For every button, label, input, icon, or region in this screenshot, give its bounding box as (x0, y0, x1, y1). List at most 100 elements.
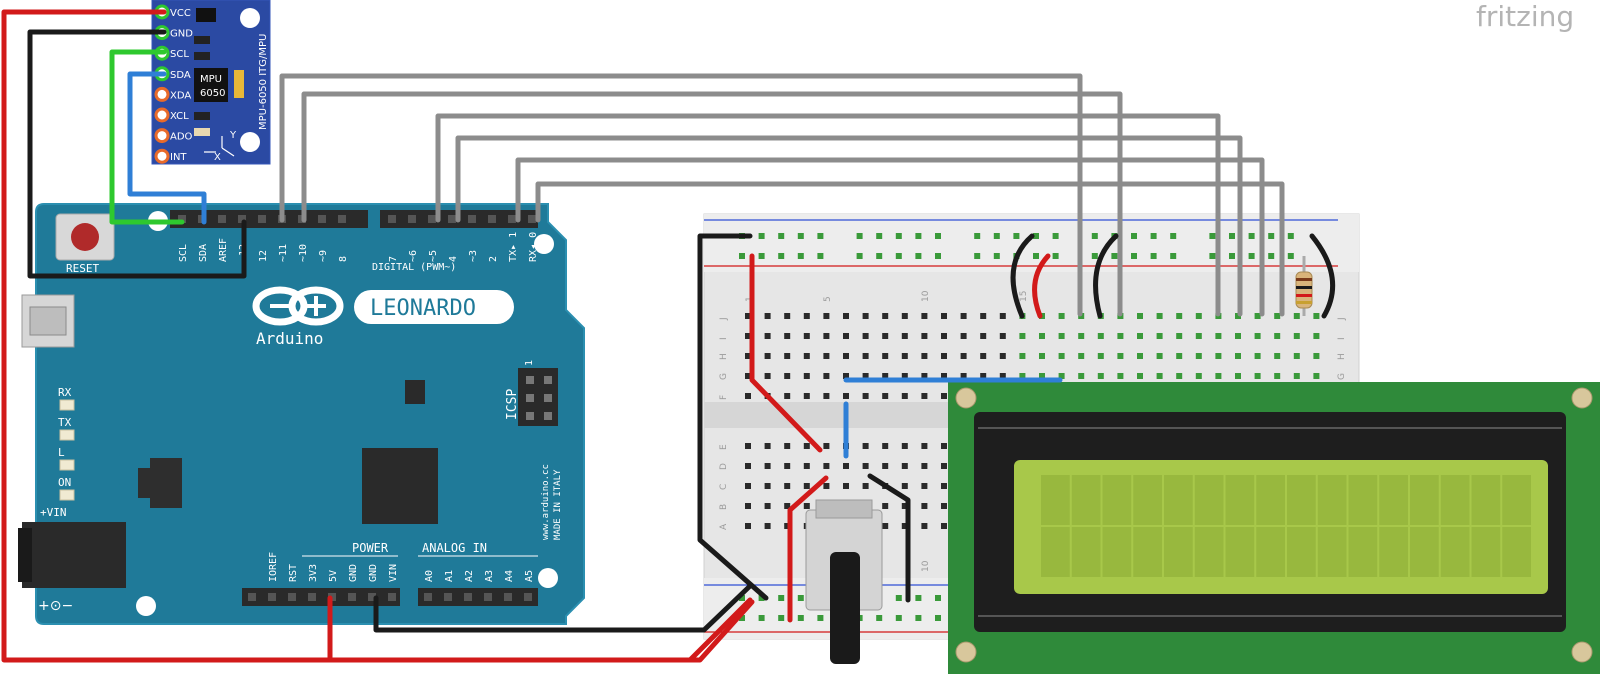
breadboard-hole[interactable] (784, 443, 791, 449)
rail-hole[interactable] (797, 253, 804, 259)
breadboard-hole[interactable] (764, 463, 771, 469)
breadboard-hole[interactable] (1254, 333, 1261, 339)
header-pin[interactable] (524, 593, 532, 601)
breadboard-hole[interactable] (784, 463, 791, 469)
breadboard-hole[interactable] (980, 313, 987, 319)
rail-hole[interactable] (758, 233, 765, 239)
rail-hole[interactable] (817, 233, 824, 239)
rail-hole[interactable] (758, 595, 765, 601)
wire-sda-blue[interactable] (127, 71, 207, 225)
rail-hole[interactable] (1150, 253, 1157, 259)
breadboard-hole[interactable] (882, 313, 889, 319)
rail-hole[interactable] (1111, 253, 1118, 259)
header-pin[interactable] (424, 593, 432, 601)
rail-hole[interactable] (856, 233, 863, 239)
breadboard-hole[interactable] (980, 353, 987, 359)
rail-hole[interactable] (915, 615, 922, 621)
rail-hole[interactable] (993, 253, 1000, 259)
wire-bb-red-left[interactable] (749, 253, 823, 453)
rail-hole[interactable] (1131, 233, 1137, 239)
breadboard-hole[interactable] (862, 443, 869, 449)
rail-hole[interactable] (778, 615, 785, 621)
breadboard-hole[interactable] (823, 333, 830, 339)
breadboard-hole[interactable] (1078, 333, 1085, 339)
rail-hole[interactable] (1091, 233, 1098, 239)
breadboard-hole[interactable] (941, 373, 947, 379)
breadboard-hole[interactable] (862, 393, 869, 399)
rail-hole[interactable] (1033, 253, 1039, 259)
breadboard-hole[interactable] (862, 353, 869, 359)
breadboard-hole[interactable] (803, 483, 810, 489)
rail-hole[interactable] (1170, 233, 1177, 239)
wire-pin1[interactable] (515, 157, 1265, 317)
breadboard-hole[interactable] (882, 353, 889, 359)
breadboard-hole[interactable] (941, 313, 947, 319)
breadboard-hole[interactable] (1078, 353, 1085, 359)
breadboard-hole[interactable] (1097, 353, 1104, 359)
rail-hole[interactable] (817, 253, 824, 259)
breadboard-hole[interactable] (745, 353, 751, 359)
breadboard-hole[interactable] (1313, 313, 1320, 319)
potentiometer[interactable] (805, 499, 883, 664)
breadboard-hole[interactable] (1235, 333, 1241, 339)
breadboard-hole[interactable] (862, 333, 869, 339)
rail-hole[interactable] (993, 233, 1000, 239)
breadboard-hole[interactable] (862, 373, 869, 379)
rail-hole[interactable] (876, 233, 883, 239)
breadboard-hole[interactable] (784, 373, 791, 379)
breadboard-hole[interactable] (784, 393, 791, 399)
rail-hole[interactable] (797, 615, 804, 621)
wire-scl-green[interactable] (109, 49, 185, 225)
breadboard-hole[interactable] (1293, 373, 1300, 379)
rail-hole[interactable] (856, 253, 863, 259)
header-pin[interactable] (468, 215, 476, 223)
header-pin[interactable] (528, 215, 536, 223)
rail-hole[interactable] (817, 615, 824, 621)
icsp-pin[interactable] (526, 376, 534, 384)
breadboard-hole[interactable] (745, 393, 751, 399)
breadboard-hole[interactable] (901, 313, 908, 319)
breadboard-hole[interactable] (901, 353, 908, 359)
breadboard-hole[interactable] (745, 463, 751, 469)
rail-hole[interactable] (935, 595, 941, 601)
header-pin[interactable] (428, 215, 436, 223)
rail-hole[interactable] (758, 253, 765, 259)
breadboard-hole[interactable] (1039, 373, 1045, 379)
reset-button[interactable] (71, 223, 99, 251)
breadboard-hole[interactable] (901, 443, 908, 449)
breadboard-hole[interactable] (1254, 373, 1261, 379)
breadboard-hole[interactable] (1058, 373, 1065, 379)
rail-hole[interactable] (1052, 253, 1059, 259)
breadboard-hole[interactable] (941, 353, 947, 359)
breadboard-hole[interactable] (862, 463, 869, 469)
breadboard-hole[interactable] (921, 523, 928, 529)
breadboard-hole[interactable] (803, 463, 810, 469)
rail-hole[interactable] (935, 615, 941, 621)
rail-hole[interactable] (1268, 253, 1275, 259)
breadboard-hole[interactable] (784, 333, 791, 339)
breadboard-hole[interactable] (1313, 373, 1320, 379)
breadboard-hole[interactable] (1235, 313, 1241, 319)
breadboard-hole[interactable] (764, 503, 771, 509)
icsp-pin[interactable] (544, 376, 552, 384)
breadboard-hole[interactable] (823, 443, 830, 449)
breadboard-hole[interactable] (901, 463, 908, 469)
breadboard-hole[interactable] (882, 393, 889, 399)
rail-hole[interactable] (974, 233, 981, 239)
icsp-pin[interactable] (544, 394, 552, 402)
breadboard-hole[interactable] (921, 333, 928, 339)
rail-hole[interactable] (1033, 233, 1039, 239)
rail-hole[interactable] (1287, 233, 1294, 239)
breadboard-hole[interactable] (941, 333, 947, 339)
breadboard-hole[interactable] (999, 313, 1006, 319)
breadboard-hole[interactable] (862, 483, 869, 489)
breadboard-hole[interactable] (1195, 353, 1202, 359)
header-pin[interactable] (288, 593, 296, 601)
breadboard-hole[interactable] (764, 373, 771, 379)
jumper-black-3[interactable] (1309, 233, 1336, 319)
rail-hole[interactable] (1248, 233, 1255, 239)
wire-pin11[interactable] (301, 91, 1123, 317)
header-pin[interactable] (444, 593, 452, 601)
rail-hole[interactable] (915, 253, 922, 259)
wire-pin5[interactable] (435, 113, 1221, 317)
